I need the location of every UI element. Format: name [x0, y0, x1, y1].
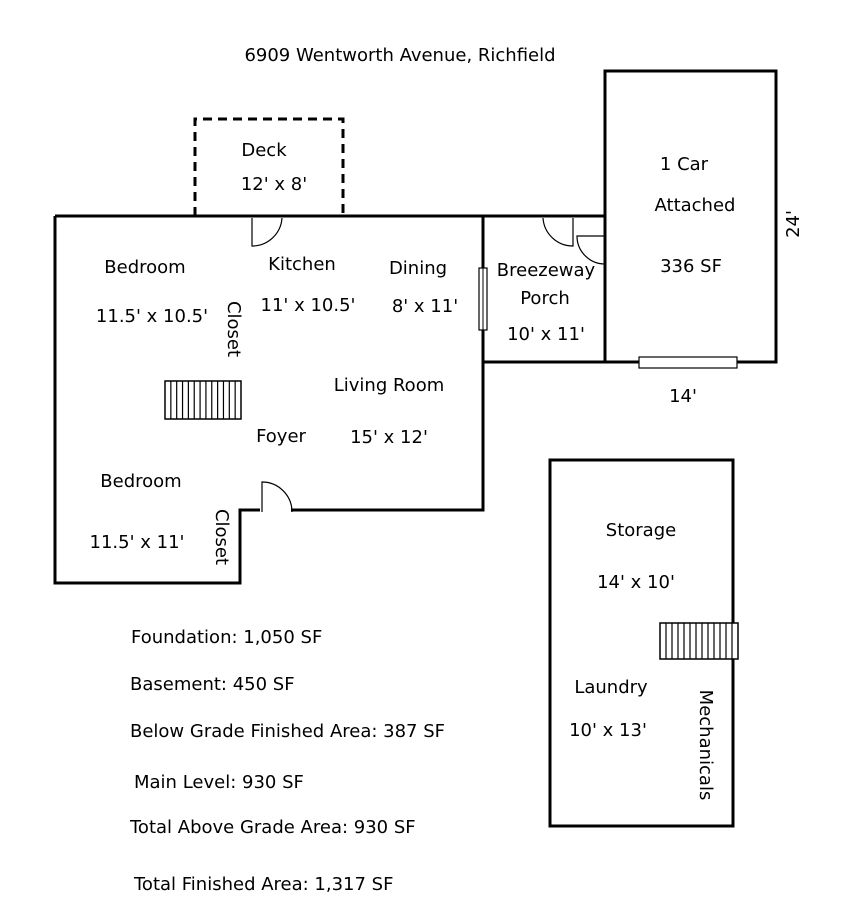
living-room-size: 15' x 12' [350, 427, 428, 448]
front-door [261, 481, 293, 513]
foyer-label: Foyer [256, 426, 306, 447]
summary-main-level: Main Level: 930 SF [134, 772, 304, 793]
breezeway-door [542, 217, 574, 247]
garage-window [638, 356, 738, 369]
summary-above-grade: Total Above Grade Area: 930 SF [129, 817, 416, 838]
dining-label: Dining [389, 258, 447, 279]
kitchen-size: 11' x 10.5' [261, 295, 356, 316]
address-title: 6909 Wentworth Avenue, Richfield [244, 45, 555, 66]
laundry-size: 10' x 13' [569, 720, 647, 741]
garage-area: 336 SF [660, 256, 722, 277]
breezeway-size: 10' x 11' [507, 324, 585, 345]
mechanicals-label: Mechanicals [695, 690, 716, 801]
breezeway-porch-label: Porch [520, 288, 570, 309]
garage-door [576, 235, 606, 265]
summary-basement: Basement: 450 SF [130, 674, 295, 695]
basement-stairs [659, 622, 739, 660]
dining-size: 8' x 11' [392, 296, 458, 317]
garage-walls [603, 69, 778, 364]
main-stairs [164, 380, 242, 420]
storage-size: 14' x 10' [597, 572, 675, 593]
breezeway-label: Breezeway [497, 260, 596, 281]
summary-below-grade: Below Grade Finished Area: 387 SF [130, 721, 445, 742]
deck-label: Deck [241, 140, 287, 161]
deck-size: 12' x 8' [241, 174, 307, 195]
laundry-label: Laundry [574, 677, 648, 698]
storage-label: Storage [606, 520, 676, 541]
summary-foundation: Foundation: 1,050 SF [131, 627, 322, 648]
bedroom-2-label: Bedroom [100, 471, 181, 492]
kitchen-deck-door [251, 217, 283, 247]
garage-depth: 24' [783, 210, 804, 238]
garage-line-1: 1 Car [660, 154, 709, 175]
garage-width: 14' [669, 386, 697, 407]
bedroom-1-label: Bedroom [104, 257, 185, 278]
garage-line-2: Attached [655, 195, 736, 216]
summary-total-finished: Total Finished Area: 1,317 SF [133, 874, 393, 895]
closet-2-label: Closet [211, 509, 232, 565]
bedroom-1-size: 11.5' x 10.5' [96, 306, 208, 327]
closet-1-label: Closet [223, 301, 244, 357]
living-room-label: Living Room [334, 375, 445, 396]
deck-outline [193, 117, 345, 216]
kitchen-label: Kitchen [268, 254, 336, 275]
bedroom-2-size: 11.5' x 11' [90, 532, 185, 553]
